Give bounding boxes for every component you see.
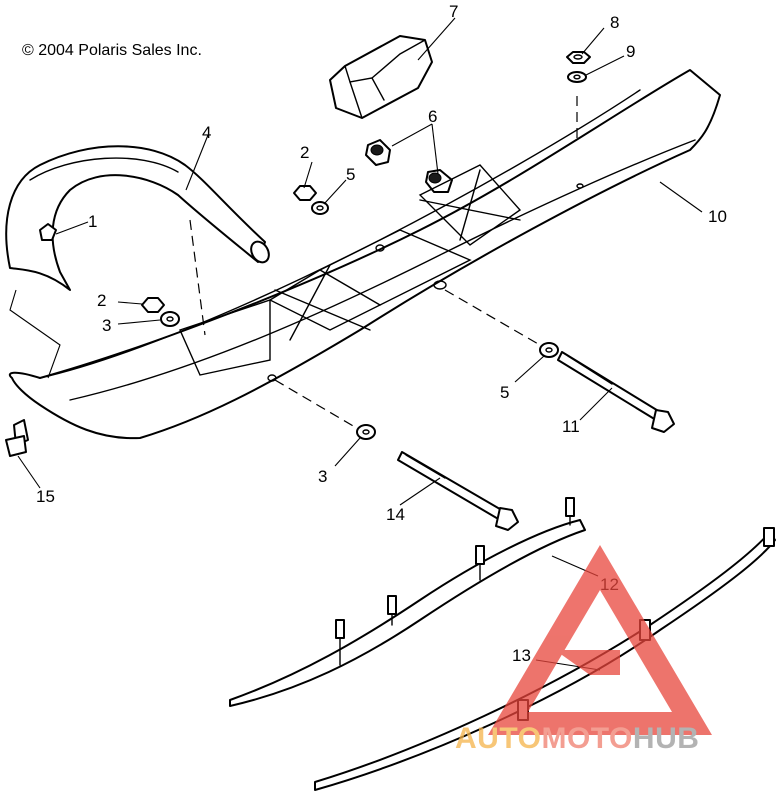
callout-2-lower: 2	[97, 291, 106, 310]
callout-10: 10	[708, 207, 727, 226]
callout-13: 13	[512, 646, 531, 665]
part-6-bushings	[365, 139, 453, 193]
part-3-washer-lower	[356, 424, 376, 440]
part-15-stud	[5, 419, 29, 457]
axis-line-loop	[189, 219, 206, 336]
callout-7: 7	[449, 2, 458, 21]
callout-11: 11	[562, 417, 580, 436]
callout-3-lower: 3	[318, 467, 327, 486]
callout-1: 1	[88, 212, 97, 231]
part-2-nut-upper	[293, 185, 317, 201]
watermark-hub: HUB	[633, 722, 700, 755]
axis-line-bolt-11	[444, 289, 541, 346]
callout-2-upper: 2	[300, 143, 309, 162]
part-8-nut	[566, 51, 591, 64]
watermark-triangle-icon	[488, 545, 712, 735]
callout-labels: 1 2 2 3 3 4 5 5 6 7 8 9 10 11 12 13 14 1…	[36, 2, 727, 665]
part-7-saddle-block	[329, 35, 433, 119]
part-1-clip	[39, 223, 57, 241]
part-4-ski-loop	[5, 145, 270, 291]
axis-line-bolt-14	[274, 379, 361, 431]
callout-3-left: 3	[102, 316, 111, 335]
callout-4: 4	[202, 123, 211, 142]
watermark-inner-mark	[555, 650, 620, 675]
automotohub-watermark: AUTOMOTOHUB	[455, 545, 712, 755]
part-12-wear-bar	[229, 497, 586, 707]
part-14-bolt	[397, 451, 519, 531]
callout-5-lower: 5	[500, 383, 509, 402]
callout-5-upper: 5	[346, 165, 355, 184]
callout-8: 8	[610, 13, 619, 32]
copyright-text: © 2004 Polaris Sales Inc.	[22, 42, 202, 59]
part-10-ski-body	[8, 69, 721, 440]
part-9-washer	[567, 71, 587, 83]
callout-6: 6	[428, 107, 437, 126]
part-3-washer-left	[160, 311, 180, 327]
callout-14: 14	[386, 505, 405, 524]
watermark-auto: AUTO	[455, 722, 541, 755]
part-11-bolt	[557, 351, 675, 433]
part-5-washer-upper	[311, 201, 329, 215]
callout-9: 9	[626, 42, 635, 61]
watermark-text: AUTOMOTOHUB	[455, 722, 699, 755]
callout-15: 15	[36, 487, 55, 506]
watermark-moto: MOTO	[541, 722, 632, 755]
part-5-washer-lower	[539, 342, 559, 358]
part-2-nut-lower	[141, 297, 165, 313]
ski-loop-guide-line	[9, 289, 61, 379]
